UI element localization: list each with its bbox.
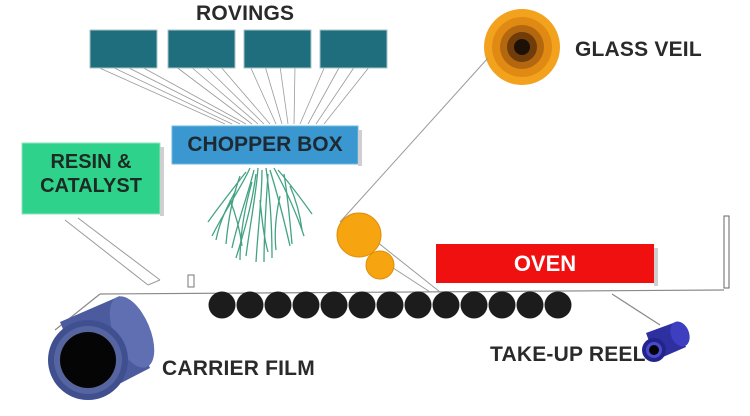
belt-roller bbox=[320, 291, 348, 319]
belt-roller bbox=[432, 291, 460, 319]
roving-package bbox=[243, 29, 312, 69]
chopper-box-label: CHOPPER BOX bbox=[187, 133, 343, 156]
film-roll-icon bbox=[48, 296, 155, 400]
rovings-label: ROVINGS bbox=[196, 2, 295, 25]
belt-roller bbox=[348, 291, 376, 319]
reel-icon bbox=[642, 321, 690, 362]
roving-package bbox=[319, 29, 388, 69]
roving-strands bbox=[94, 65, 371, 125]
belt-rollers bbox=[208, 291, 572, 319]
belt-roller bbox=[544, 291, 572, 319]
belt-roller bbox=[516, 291, 544, 319]
belt-roller bbox=[292, 291, 320, 319]
resin-label-line1: RESIN & bbox=[50, 151, 132, 173]
veil-roll-icon bbox=[484, 9, 560, 85]
belt-roller bbox=[208, 291, 236, 319]
resin-catalyst-box bbox=[21, 142, 161, 215]
roving-package bbox=[89, 29, 158, 69]
resin-catalyst-label: RESIN & CATALYST bbox=[22, 150, 160, 198]
carrier-film-label: CARRIER FILM bbox=[162, 357, 315, 380]
glass-veil-label: GLASS VEIL bbox=[575, 38, 702, 61]
belt-roller bbox=[460, 291, 488, 319]
oven-box bbox=[436, 244, 654, 283]
belt-roller bbox=[488, 291, 516, 319]
chopped-fibers bbox=[207, 167, 313, 263]
belt-roller bbox=[236, 291, 264, 319]
line-end-marker bbox=[723, 215, 730, 289]
take-up-reel-label: TAKE-UP REEL bbox=[490, 343, 646, 366]
resin-feed bbox=[64, 217, 195, 288]
veil-roller bbox=[365, 250, 395, 280]
chopper-box bbox=[171, 125, 359, 165]
roving-packages bbox=[89, 29, 388, 69]
belt-roller bbox=[404, 291, 432, 319]
belt-roller bbox=[376, 291, 404, 319]
belt-roller bbox=[264, 291, 292, 319]
veil-roller bbox=[336, 212, 382, 258]
roving-package bbox=[167, 29, 236, 69]
oven-label: OVEN bbox=[513, 251, 577, 276]
resin-label-line2: CATALYST bbox=[40, 175, 142, 197]
